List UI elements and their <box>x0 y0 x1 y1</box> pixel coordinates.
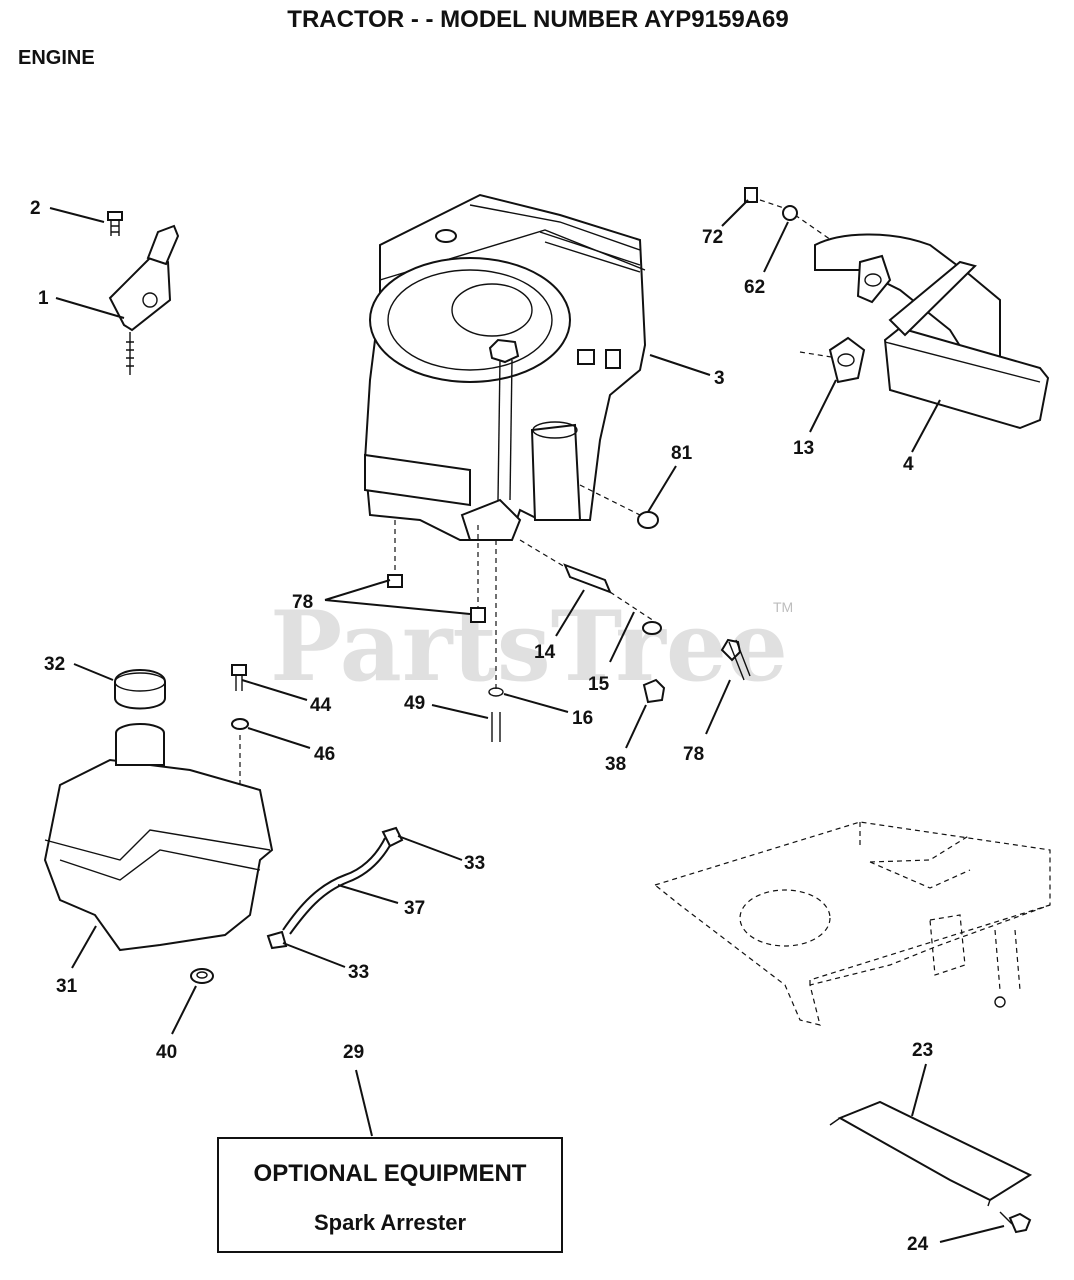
heat-shield-part <box>829 1100 1033 1234</box>
callout-37: 37 <box>404 898 425 919</box>
callout-4: 4 <box>903 454 914 475</box>
throttle-control-part <box>107 211 180 375</box>
callout-31: 31 <box>56 976 78 997</box>
callout-2: 2 <box>30 198 41 219</box>
optional-box-item: Spark Arrester <box>314 1210 466 1235</box>
muffler-part <box>744 187 1050 430</box>
callout-49: 49 <box>404 693 425 714</box>
engine-part <box>363 193 647 541</box>
page-title: TRACTOR - - MODEL NUMBER AYP9159A69 <box>287 6 788 33</box>
callout-13: 13 <box>793 438 814 459</box>
frame-part <box>653 821 1051 1026</box>
watermark: PartsTree TM <box>270 590 793 703</box>
callout-44: 44 <box>310 695 332 716</box>
callout-1: 1 <box>38 288 49 309</box>
callout-14: 14 <box>534 642 556 663</box>
callout-78-engine: 78 <box>292 592 313 613</box>
optional-equipment-box: OPTIONAL EQUIPMENT Spark Arrester <box>217 1137 563 1253</box>
callout-33-bottom: 33 <box>348 962 369 983</box>
callout-46: 46 <box>314 744 335 765</box>
callout-29: 29 <box>343 1042 364 1063</box>
callout-72: 72 <box>702 227 723 248</box>
leader-lines <box>49 199 1005 1243</box>
callout-24: 24 <box>907 1234 929 1255</box>
callout-labels: 2 1 3 4 13 72 62 81 78 14 15 32 44 46 49… <box>30 198 933 1255</box>
callout-16: 16 <box>572 708 593 729</box>
callout-40: 40 <box>156 1042 177 1063</box>
callout-3: 3 <box>714 368 725 389</box>
callout-23: 23 <box>912 1040 933 1061</box>
section-label: ENGINE <box>18 47 95 69</box>
engine-hardware-parts <box>231 511 751 742</box>
watermark-tm: TM <box>773 599 793 615</box>
optional-box-title: OPTIONAL EQUIPMENT <box>254 1160 527 1187</box>
callout-32: 32 <box>44 654 65 675</box>
callout-62: 62 <box>744 277 765 298</box>
callout-15: 15 <box>588 674 610 695</box>
watermark-text: PartsTree <box>270 590 788 703</box>
callout-78-bolt: 78 <box>683 744 704 765</box>
callout-33-top: 33 <box>464 853 485 874</box>
callout-38: 38 <box>605 754 626 775</box>
callout-81: 81 <box>671 443 693 464</box>
fuel-tank-part <box>43 669 404 984</box>
